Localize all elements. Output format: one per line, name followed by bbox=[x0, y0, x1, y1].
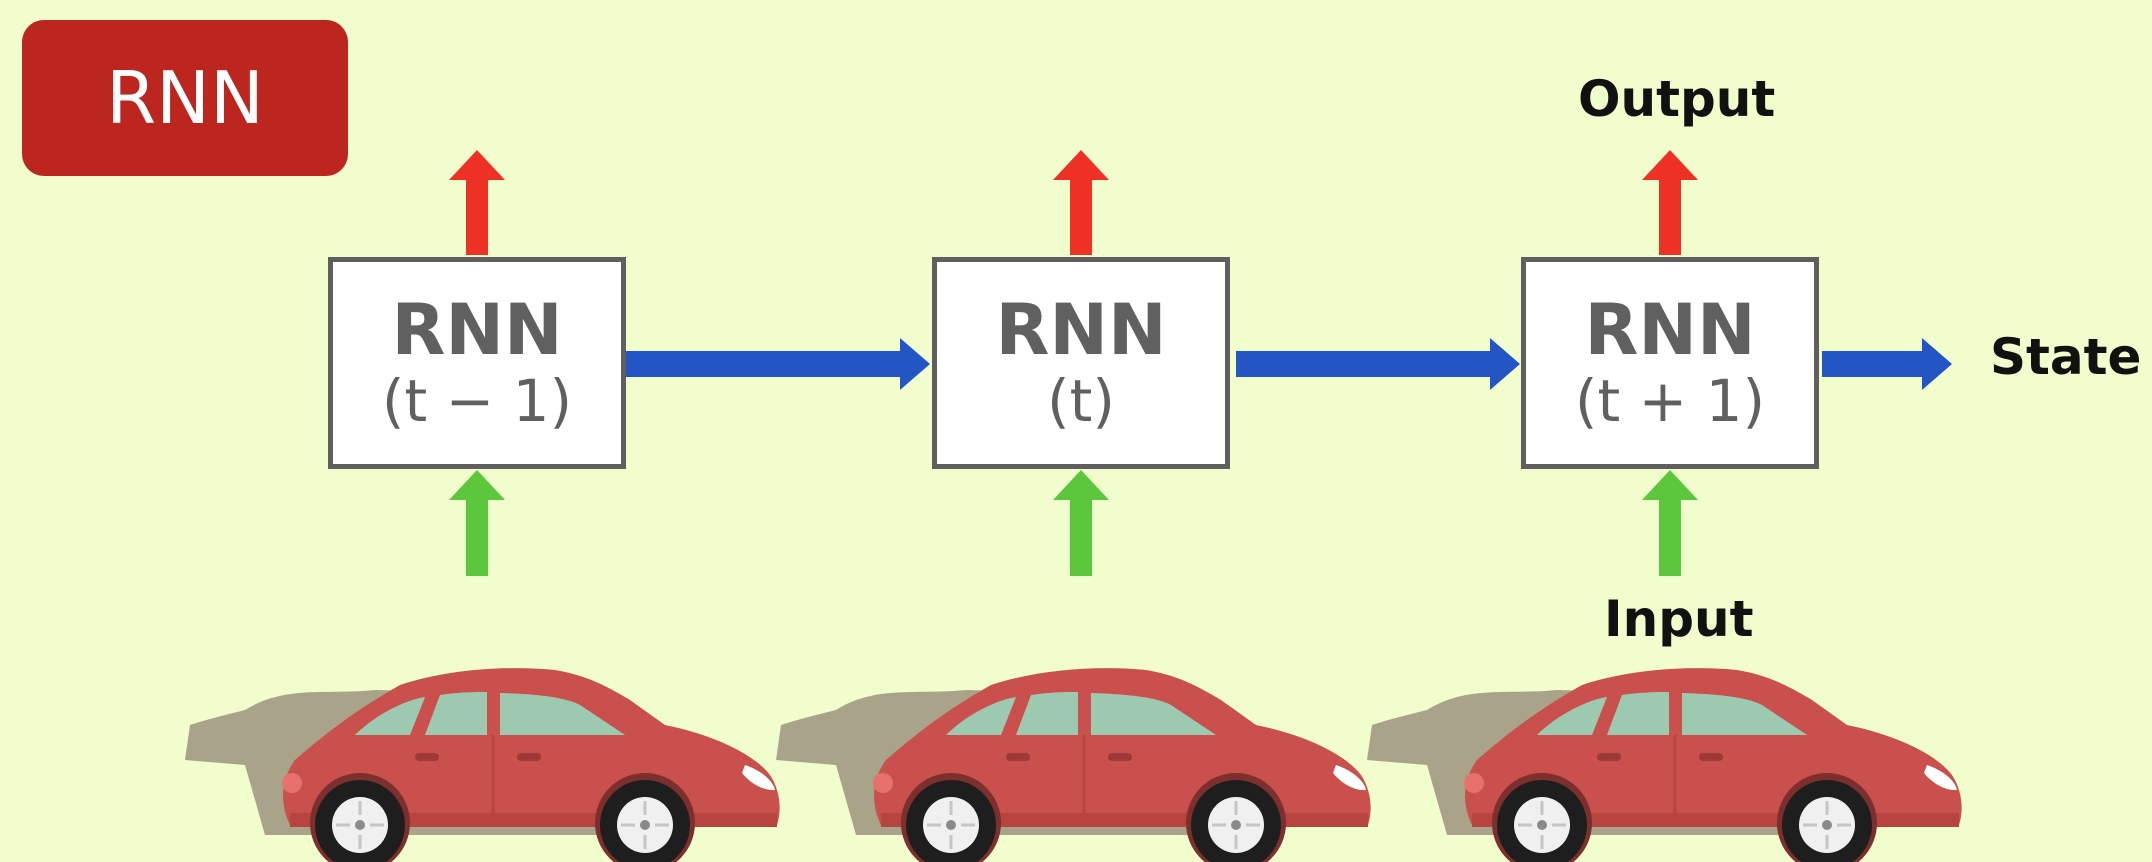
output-arrow-icon bbox=[1642, 150, 1698, 255]
input-arrow-icon bbox=[1642, 470, 1698, 576]
cell-step: (t − 1) bbox=[381, 367, 573, 435]
output-arrow-icon bbox=[1053, 150, 1109, 255]
state-label: State bbox=[1990, 328, 2142, 386]
state-arrow-icon bbox=[626, 338, 930, 390]
cell-title: RNN bbox=[391, 289, 563, 371]
output-arrow-icon bbox=[449, 150, 505, 255]
input-arrow-icon bbox=[1053, 470, 1109, 576]
cell-step: (t + 1) bbox=[1574, 367, 1766, 435]
rnn-cell-t: RNN (t) bbox=[932, 257, 1230, 469]
state-arrow-icon bbox=[1236, 338, 1520, 390]
cell-title: RNN bbox=[995, 289, 1167, 371]
output-label: Output bbox=[1578, 70, 1776, 128]
car-icon bbox=[774, 666, 1373, 862]
cell-step: (t) bbox=[1047, 367, 1115, 435]
state-arrow-icon bbox=[1822, 338, 1952, 390]
input-arrow-icon bbox=[449, 470, 505, 576]
input-label: Input bbox=[1604, 590, 1754, 648]
rnn-cell-t-minus-1: RNN (t − 1) bbox=[328, 257, 626, 469]
car-icon bbox=[1365, 666, 1964, 862]
rnn-cell-t-plus-1: RNN (t + 1) bbox=[1521, 257, 1819, 469]
cell-title: RNN bbox=[1584, 289, 1756, 371]
title-badge: RNN bbox=[22, 20, 348, 176]
car-icon bbox=[183, 666, 782, 862]
